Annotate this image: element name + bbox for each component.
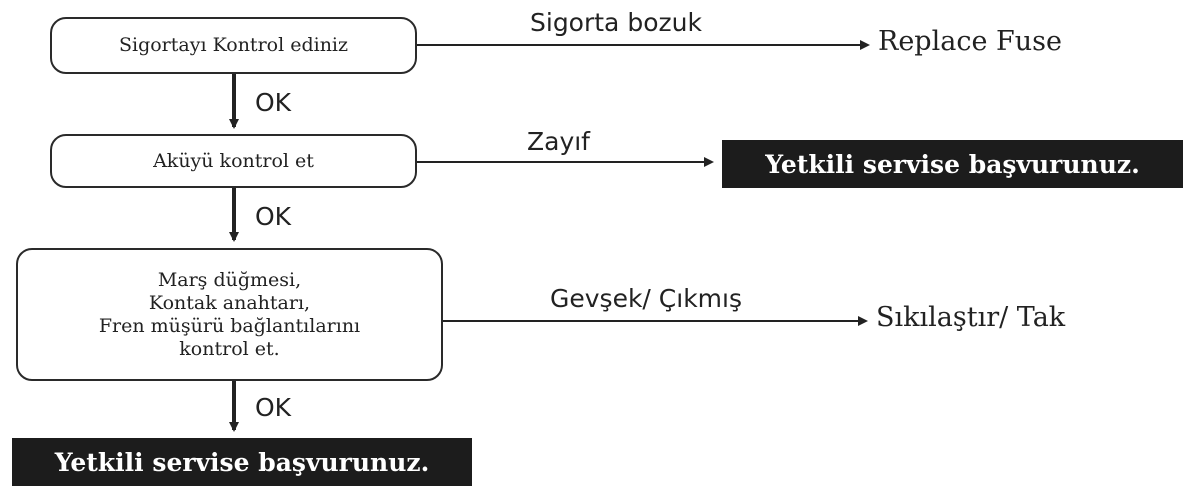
ok-label-1: OK <box>255 88 292 117</box>
step-box-battery: Aküyü kontrol et <box>50 134 417 188</box>
step-text-connections-2: Kontak anahtarı, <box>148 291 311 314</box>
ok-label-3: OK <box>255 393 292 422</box>
step-box-connections: Marş düğmesi, Kontak anahtarı, Fren müşü… <box>16 248 443 381</box>
step-text-fuse: Sigortayı Kontrol ediniz <box>118 34 349 56</box>
condition-label-connections: Gevşek/ Çıkmış <box>550 284 743 313</box>
ok-label-2: OK <box>255 202 292 231</box>
condition-label-fuse: Sigorta bozuk <box>530 8 702 37</box>
step-box-fuse: Sigortayı Kontrol ediniz <box>50 17 417 74</box>
step-text-connections-1: Marş düğmesi, <box>157 268 302 291</box>
step-text-connections-3: Fren müşürü bağlantılarını <box>98 314 361 337</box>
final-service-callout: Yetkili servise başvurunuz. <box>12 438 472 486</box>
result-replace-fuse: Replace Fuse <box>878 26 1062 57</box>
step-text-connections-4: kontrol et. <box>179 337 280 360</box>
result-service-callout: Yetkili servise başvurunuz. <box>722 140 1183 188</box>
step-text-battery: Aküyü kontrol et <box>153 149 314 172</box>
condition-label-battery: Zayıf <box>527 127 590 156</box>
result-tighten: Sıkılaştır/ Tak <box>876 302 1066 333</box>
